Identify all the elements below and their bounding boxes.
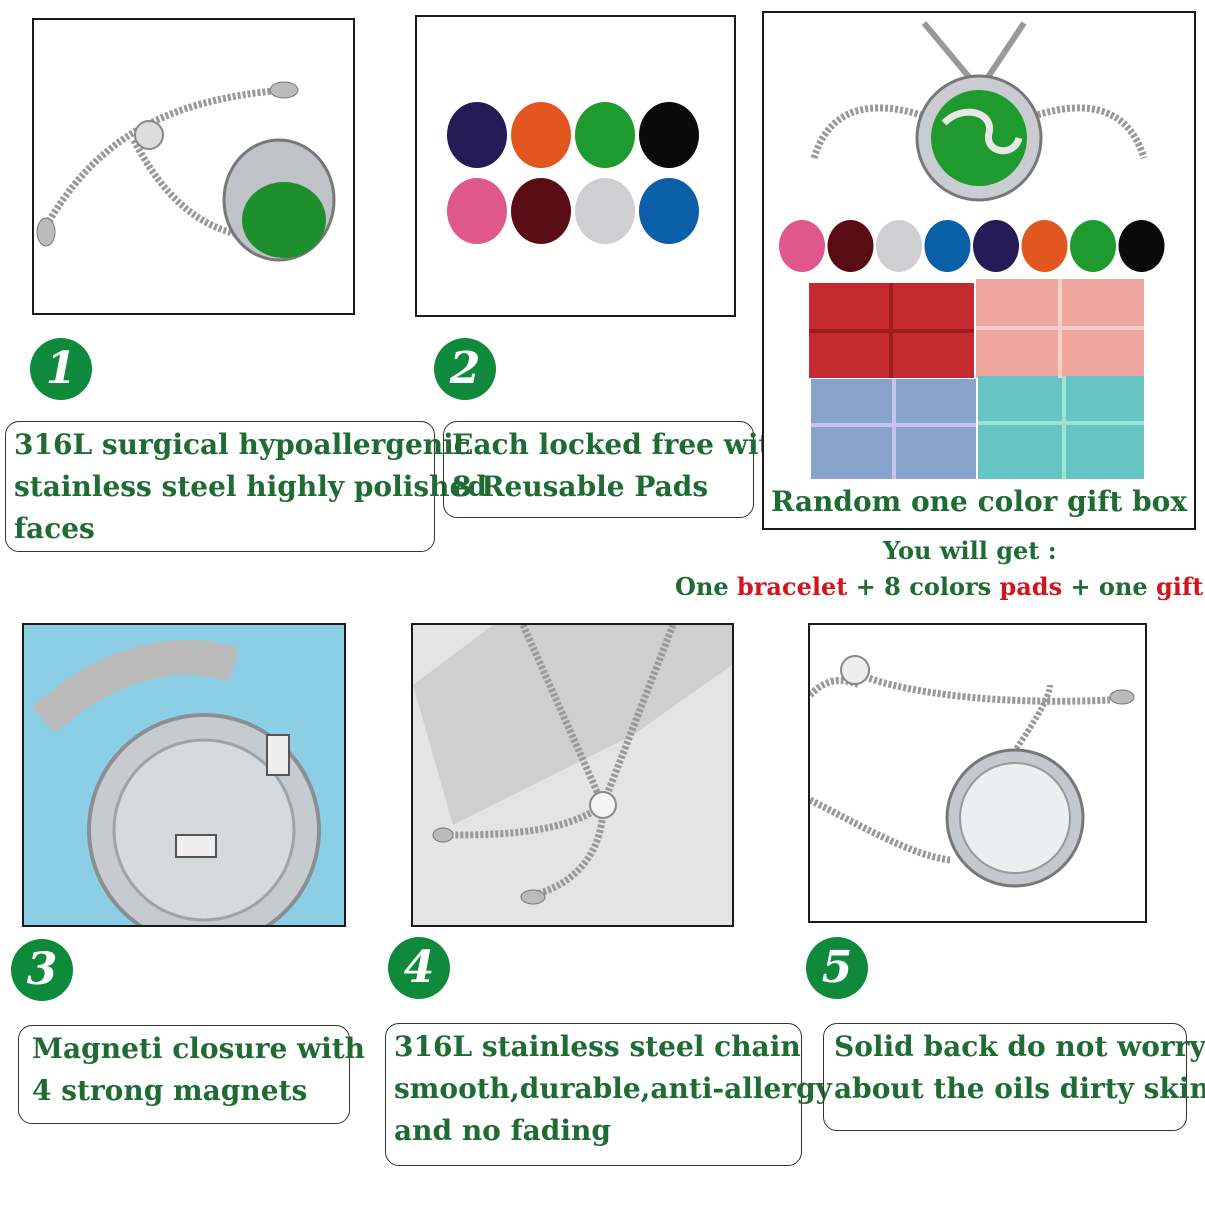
caption-1-line-3: faces xyxy=(14,512,95,545)
step-badge-1: 1 xyxy=(30,338,92,400)
step-badge-2: 2 xyxy=(434,338,496,400)
pad-4 xyxy=(639,102,699,168)
package-contents-segment-5: + one xyxy=(1062,572,1156,601)
package-contents-segment-0: One xyxy=(675,572,737,601)
gift-pad-7 xyxy=(1070,220,1116,272)
pad-1 xyxy=(447,102,507,168)
gift-pad-8 xyxy=(1118,220,1165,272)
pad-2 xyxy=(511,102,571,168)
caption-4-line-3: and no fading xyxy=(394,1114,611,1147)
caption-5-line-1: Solid back do not worry xyxy=(834,1030,1205,1063)
product-image-2 xyxy=(415,15,736,317)
pad-7 xyxy=(575,178,635,244)
package-contents-segment-1: bracelet xyxy=(736,572,848,601)
package-contents-segment-3: 8 colors xyxy=(884,572,1000,601)
stainless-chain-illustration xyxy=(413,625,732,925)
caption-2-line-2: 8 Reusable Pads xyxy=(452,470,709,503)
product-image-3 xyxy=(22,623,346,927)
caption-4: 316L stainless steel chain smooth,durabl… xyxy=(385,1023,832,1166)
caption-3: Magneti closure with 4 strong magnets xyxy=(18,1025,366,1124)
pad-3 xyxy=(575,102,635,168)
caption-2: Each locked free with 8 Reusable Pads xyxy=(443,421,792,518)
bracelet-open-locket-illustration xyxy=(36,81,336,262)
you-will-get-label: You will get : xyxy=(883,536,1057,565)
step-badge-5: 5 xyxy=(806,937,868,999)
caption-1-line-2: stainless steel highly polished xyxy=(14,470,487,503)
caption-4-line-2: smooth,durable,anti-allergy xyxy=(394,1072,832,1105)
product-image-5 xyxy=(808,623,1147,923)
step-badge-4: 4 xyxy=(388,937,450,999)
package-contents-segment-2: + xyxy=(847,572,885,601)
pad-6 xyxy=(511,178,571,244)
gift-set-image: Random one color gift box xyxy=(762,11,1196,530)
product-image-4 xyxy=(411,623,734,927)
package-contents-segment-4: pads xyxy=(999,572,1063,601)
package-contents-segment-6: gift box xyxy=(1156,572,1205,601)
caption-1-line-1: 316L surgical hypoallergenic xyxy=(14,428,471,461)
caption-2-line-1: Each locked free with xyxy=(452,428,792,461)
gift-pad-3 xyxy=(876,220,922,272)
gift-pad-5 xyxy=(973,220,1019,272)
gift-caption: Random one color gift box xyxy=(770,485,1188,518)
caption-3-line-2: 4 strong magnets xyxy=(32,1074,308,1107)
reusable-pads-grid xyxy=(447,102,699,244)
package-contents-line: One bracelet + 8 colors pads + one gift … xyxy=(675,572,1205,601)
caption-5-line-2: about the oils dirty skin xyxy=(834,1072,1205,1105)
solid-back-illustration xyxy=(810,655,1135,888)
step-badge-3: 3 xyxy=(11,939,73,1001)
gift-pad-6 xyxy=(1021,220,1068,272)
magnet-closure-illustration xyxy=(24,625,344,925)
caption-5: Solid back do not worry about the oils d… xyxy=(823,1023,1205,1131)
pad-5 xyxy=(447,178,507,244)
gift-pad-1 xyxy=(779,220,825,272)
caption-4-line-1: 316L stainless steel chain xyxy=(394,1030,801,1063)
pad-8 xyxy=(639,178,699,244)
caption-1: 316L surgical hypoallergenic stainless s… xyxy=(5,421,487,552)
gift-pad-4 xyxy=(924,220,971,272)
product-image-1 xyxy=(32,18,355,315)
gift-pad-2 xyxy=(827,220,874,272)
caption-3-line-1: Magneti closure with xyxy=(32,1032,366,1065)
bracelet-pads-giftbox-illustration xyxy=(779,21,1165,479)
